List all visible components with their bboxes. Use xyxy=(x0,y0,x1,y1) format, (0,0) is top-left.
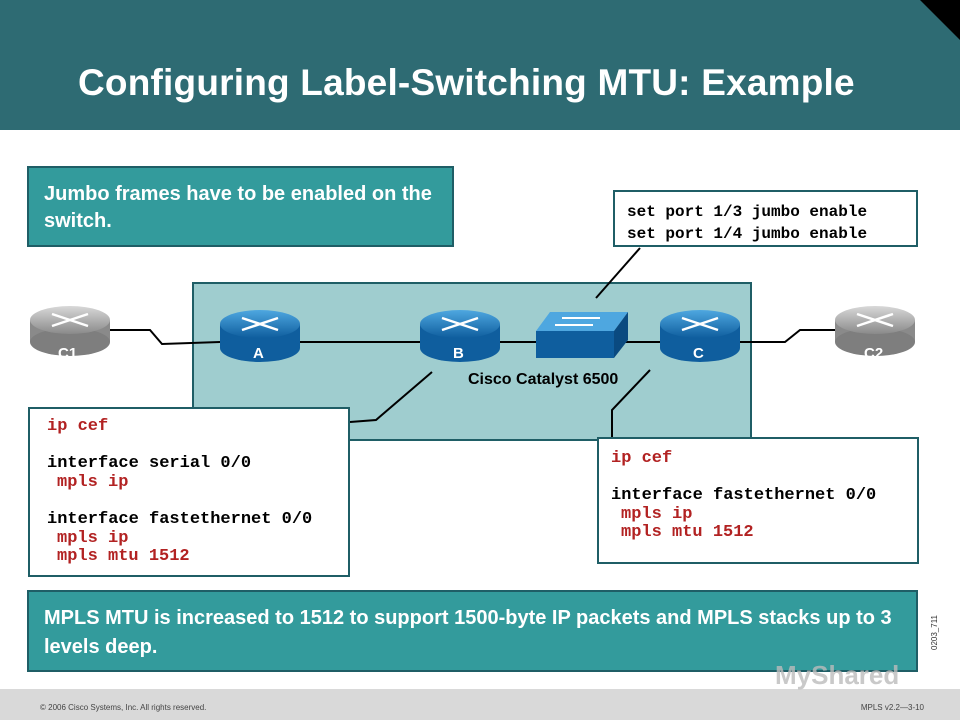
watermark: MyShared xyxy=(775,660,900,690)
config-line: ip cef xyxy=(47,417,109,436)
config-line: mpls mtu 1512 xyxy=(57,547,190,567)
jumbo-frames-callout: Jumbo frames have to be enabled on the s… xyxy=(27,166,454,247)
link-c-c2 xyxy=(740,329,835,343)
mpls-mtu-callout: MPLS MTU is increased to 1512 to support… xyxy=(27,590,918,672)
switch-config-line: set port 1/3 jumbo enable xyxy=(627,203,868,221)
callout-pointer-b xyxy=(349,371,433,423)
router-a-icon xyxy=(220,310,300,362)
router-c-icon xyxy=(660,310,740,362)
router-c2-label: C2 xyxy=(864,345,883,362)
config-line: interface serial 0/0 xyxy=(47,454,252,474)
router-c2-icon xyxy=(835,306,915,356)
switch-label: Cisco Catalyst 6500 xyxy=(468,371,618,388)
router-a-label: A xyxy=(253,345,264,362)
switch-config-box: set port 1/3 jumbo enable set port 1/4 ju… xyxy=(613,190,918,247)
router-c-label: C xyxy=(693,345,704,362)
config-line: mpls ip xyxy=(57,528,129,548)
config-line: interface fastethernet 0/0 xyxy=(611,486,877,506)
config-line: ip cef xyxy=(611,449,673,468)
callout-pointer-c xyxy=(611,369,651,437)
switch-config-line: set port 1/4 jumbo enable xyxy=(627,225,868,243)
copyright-text: © 2006 Cisco Systems, Inc. All rights re… xyxy=(40,703,207,712)
switch-icon xyxy=(536,312,628,358)
config-line: mpls ip xyxy=(57,472,129,492)
router-b-icon xyxy=(420,310,500,362)
header-bar xyxy=(0,0,960,130)
footer-bar xyxy=(0,689,960,720)
router-c1-label: C1 xyxy=(58,345,77,362)
link-c1-a xyxy=(110,329,221,346)
config-line: mpls ip xyxy=(621,504,693,524)
figure-code: 0203_711 xyxy=(930,615,939,650)
callout-pointer-switch xyxy=(595,247,641,299)
router-b-label: B xyxy=(453,345,464,362)
corner-decoration xyxy=(920,0,960,40)
course-code: MPLS v2.2—3-10 xyxy=(860,703,924,712)
router-c1-icon xyxy=(30,306,110,356)
slide-title: Configuring Label-Switching MTU: Example xyxy=(78,62,855,103)
config-line: interface fastethernet 0/0 xyxy=(47,509,313,529)
config-line: mpls mtu 1512 xyxy=(621,523,754,543)
